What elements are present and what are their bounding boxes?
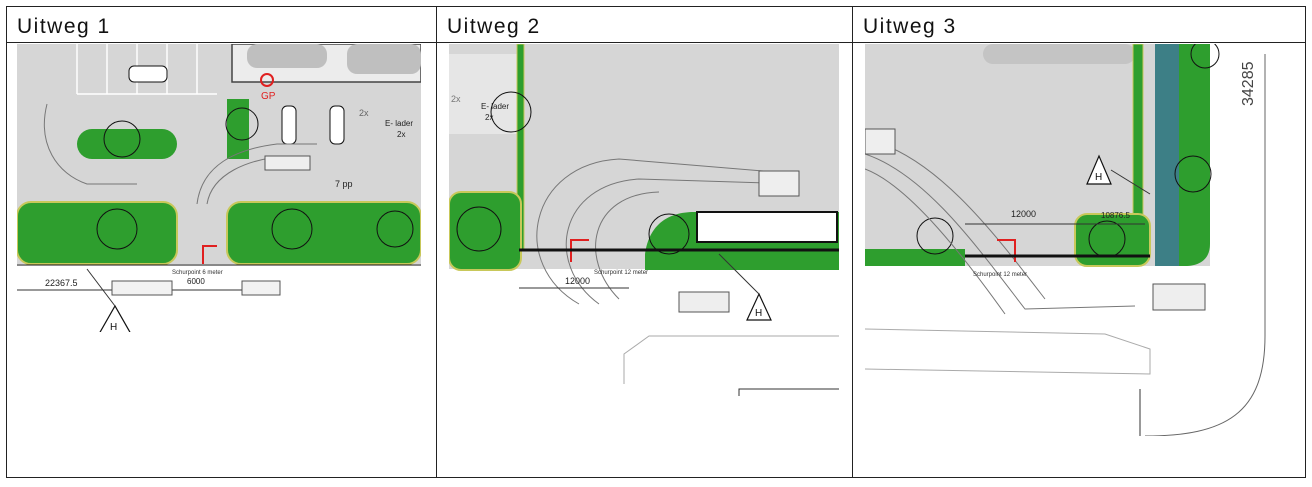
parking-count: 7 pp — [335, 179, 353, 189]
car-icon — [128, 65, 345, 145]
site-plan-uitweg-2: 2x E- lader 2x 12000 Schurpoint 12 meter — [449, 44, 839, 396]
exit-routes-table: Uitweg 1 — [6, 6, 1306, 478]
truck-icon — [758, 170, 800, 197]
site-plan-uitweg-3: 34285 12000 10876.5 Schurpoint 12 meter … — [865, 44, 1266, 436]
tree-icon — [456, 91, 690, 255]
column-uitweg-3: Uitweg 3 34285 12000 108 — [853, 7, 1305, 477]
ev-charger-label: E- lader — [385, 119, 413, 128]
column-title: Uitweg 2 — [447, 15, 541, 38]
tree-icon — [96, 107, 414, 250]
coordinate-label: 34285 — [1240, 61, 1257, 106]
dimension-a: 12000 — [565, 276, 590, 286]
ev-charger-count: 2x — [485, 113, 493, 122]
column-uitweg-2: Uitweg 2 2x E- lader 2x 1 — [437, 7, 853, 477]
column-header: Uitweg 3 — [853, 7, 1305, 43]
site-plan-uitweg-1: GP 2x E- lader 2x 7 pp 22367.5 6000 Schu… — [17, 44, 421, 332]
ev-charger-count: 2x — [397, 130, 405, 139]
ev-count-label: 2x — [451, 94, 461, 104]
sweep-label: Schurpoint 12 meter — [973, 272, 1027, 278]
h-sign-label: H — [1095, 172, 1102, 183]
arrow-icon — [570, 239, 589, 262]
column-title: Uitweg 3 — [863, 15, 957, 38]
column-header: Uitweg 1 — [7, 7, 436, 43]
h-sign-label: H — [755, 308, 762, 319]
dimension-b: 6000 — [187, 277, 205, 286]
warning-triangle-icon — [99, 304, 131, 332]
arrow-icon — [202, 245, 217, 264]
warning-triangle-icon — [746, 292, 772, 321]
dimension-b: 10876.5 — [1101, 211, 1130, 220]
column-uitweg-1: Uitweg 1 — [7, 7, 437, 477]
ev-count-label: 2x — [359, 108, 369, 118]
warning-triangle-icon — [1086, 154, 1112, 185]
fire-hydrant-icon — [260, 73, 274, 87]
hydrant-label: GP — [261, 91, 276, 102]
column-header: Uitweg 2 — [437, 7, 852, 43]
ev-charger-label: E- lader — [481, 102, 509, 111]
truck-icon — [264, 155, 311, 171]
dimension-a: 22367.5 — [45, 278, 78, 288]
h-sign-label: H — [110, 322, 117, 332]
sweep-label: Schurpoint 6 meter — [172, 270, 223, 276]
sweep-label: Schurpoint 12 meter — [594, 270, 648, 276]
column-title: Uitweg 1 — [17, 15, 111, 38]
dimension-a: 12000 — [1011, 209, 1036, 219]
truck-icon — [865, 128, 896, 155]
